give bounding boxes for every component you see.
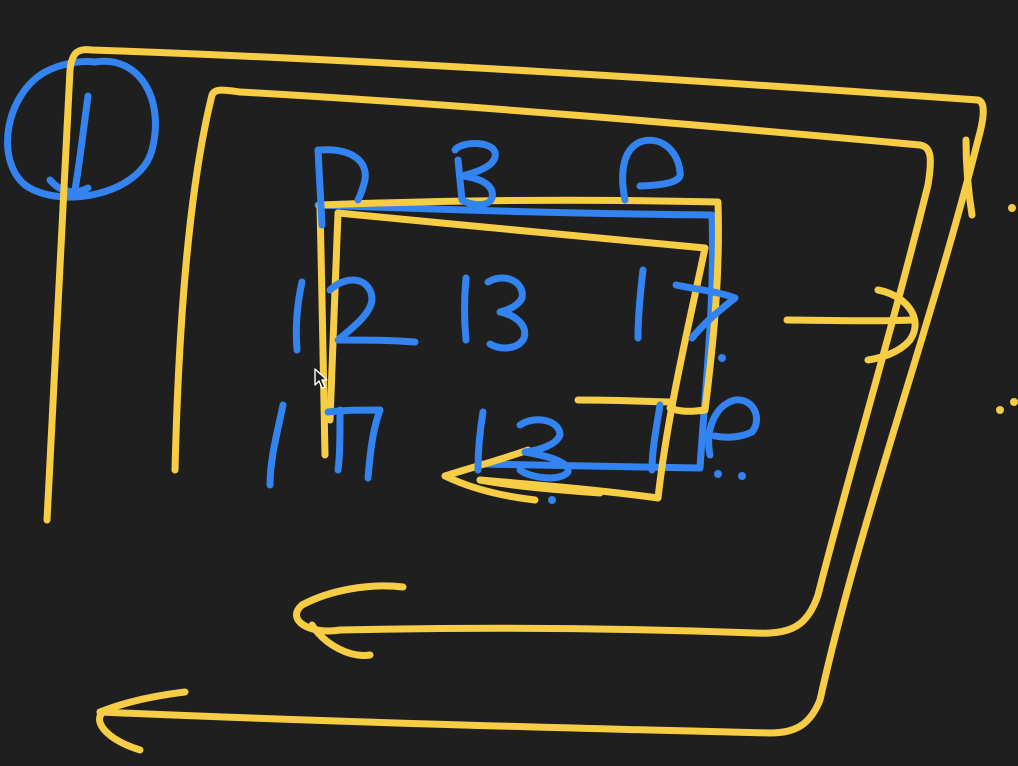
matrix-row-1 bbox=[314, 136, 684, 229]
matrix-row-2 bbox=[292, 266, 739, 362]
outer-spiral-path bbox=[43, 46, 987, 737]
arrow-cursor-icon bbox=[314, 368, 328, 389]
matrix-row-3 bbox=[266, 396, 760, 504]
inner-box-blue bbox=[314, 201, 717, 472]
step-number-circle bbox=[4, 57, 159, 201]
right-arrow bbox=[783, 316, 916, 325]
inner-spiral-path bbox=[171, 86, 934, 637]
